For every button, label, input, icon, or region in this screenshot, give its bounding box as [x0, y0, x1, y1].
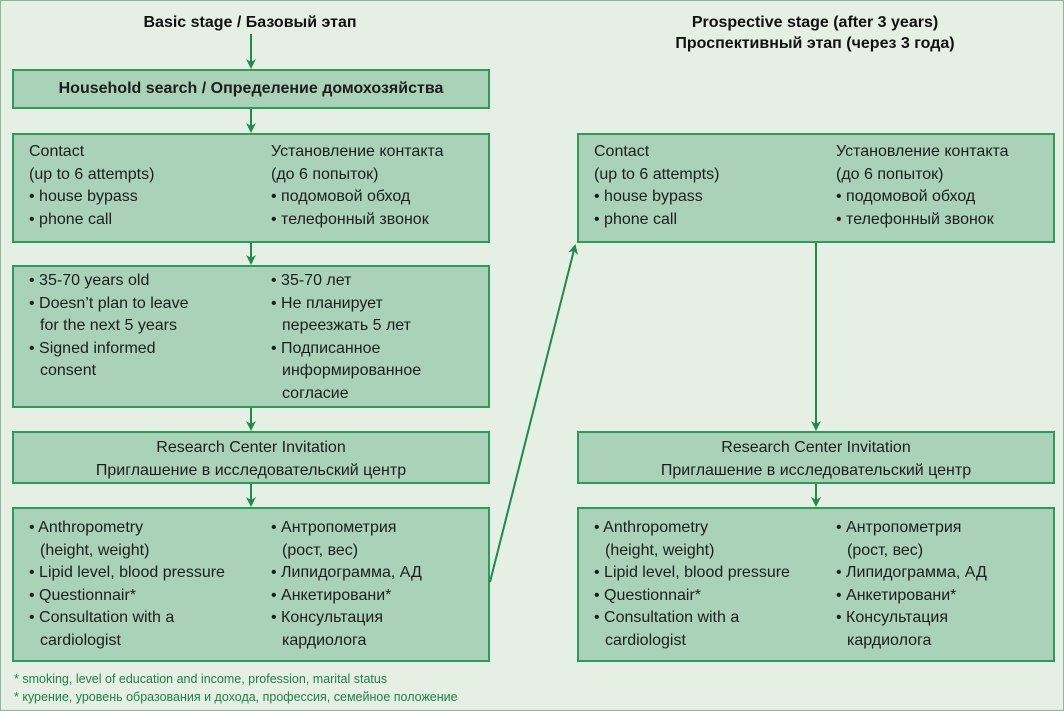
- prospective-exam-box: • Anthropometry (height, weight) • Lipid…: [577, 507, 1055, 662]
- text-line: • Липидограмма, АД: [271, 564, 422, 581]
- basic-exam-box: • Anthropometry (height, weight) • Lipid…: [12, 507, 490, 662]
- prospective-contact-ru: Установление контакта (до 6 попыток) • п…: [836, 141, 1009, 231]
- text-line: (height, weight): [40, 541, 150, 559]
- arrow-basic-to-prospective: [489, 244, 578, 583]
- text-line: • Anthropometry: [29, 519, 144, 536]
- household-search-label: Household search / Определение домохозяй…: [58, 80, 444, 97]
- prospective-contact-box: Contact (up to 6 attempts) • house bypas…: [577, 133, 1055, 243]
- text-line: • Консультация: [836, 609, 948, 626]
- exam-ru: • Антропометрия (рост, вес) • Липидограм…: [836, 517, 987, 652]
- text-line: • Подписанное: [271, 339, 381, 357]
- text-line: • Lipid level, blood pressure: [29, 564, 225, 581]
- text-line: • подомовой обход: [271, 188, 411, 205]
- text-line: • Consultation with a: [29, 609, 175, 626]
- text-line: • Signed informed: [29, 339, 156, 357]
- text-line: (up to 6 attempts): [594, 165, 720, 183]
- exam-en: • Anthropometry (height, weight) • Lipid…: [594, 517, 790, 652]
- text-line: • подомовой обход: [836, 188, 976, 205]
- prospective-header-ru: Проспективный этап (через 3 года): [675, 35, 955, 52]
- basic-stage-header: Basic stage / Базовый этап: [143, 14, 357, 31]
- prospective-contact-en: Contact (up to 6 attempts) • house bypas…: [594, 141, 719, 231]
- text-line: (до 6 попыток): [271, 165, 379, 183]
- basic-invitation-box: Research Center Invitation Приглашение в…: [12, 431, 490, 484]
- criteria-ru: • 35-70 лет • Не планирует переезжать 5 …: [271, 270, 421, 405]
- text-line: • телефонный звонок: [836, 210, 994, 228]
- criteria-en: • 35-70 years old • Doesn’t plan to leav…: [29, 270, 188, 383]
- footnote-ru: * курение, уровень образования и дохода,…: [14, 690, 458, 704]
- basic-contact-ru: Установление контакта (до 6 попыток) • п…: [271, 141, 444, 231]
- text-line: Установление контакта: [271, 143, 444, 160]
- text-line: Contact: [29, 143, 85, 160]
- text-line: Установление контакта: [836, 143, 1009, 160]
- text-line: (height, weight): [605, 541, 715, 559]
- text-line: • Не планирует: [271, 294, 383, 312]
- text-line: • Анкетировани*: [836, 586, 957, 604]
- text-line: • Липидограмма, АД: [836, 564, 987, 581]
- invitation-ru: Приглашение в исследовательский центр: [660, 461, 972, 479]
- text-line: • 35-70 лет: [271, 272, 352, 289]
- text-line: информированное: [282, 362, 422, 379]
- invitation-en: Research Center Invitation: [721, 439, 911, 456]
- text-line: cardiologist: [605, 631, 686, 649]
- text-line: • house bypass: [29, 188, 138, 205]
- text-line: • Консультация: [271, 609, 383, 626]
- household-search-box: Household search / Определение домохозяй…: [12, 69, 490, 109]
- prospective-stage-header: Prospective stage (after 3 years) Проспе…: [580, 12, 1050, 54]
- prospective-header-en: Prospective stage (after 3 years): [691, 14, 939, 31]
- text-line: • Anthropometry: [594, 519, 709, 536]
- text-line: согласие: [282, 384, 349, 402]
- basic-contact-en: Contact (up to 6 attempts) • house bypas…: [29, 141, 154, 231]
- basic-contact-box: Contact (up to 6 attempts) • house bypas…: [12, 133, 490, 243]
- invitation-ru: Приглашение в исследовательский центр: [95, 461, 407, 479]
- text-line: (рост, вес): [282, 541, 359, 559]
- prospective-invitation-box: Research Center Invitation Приглашение в…: [577, 431, 1055, 484]
- footnote-en: * smoking, level of education and income…: [14, 672, 388, 686]
- basic-criteria-box: • 35-70 years old • Doesn’t plan to leav…: [12, 265, 490, 408]
- exam-en: • Anthropometry (height, weight) • Lipid…: [29, 517, 225, 652]
- text-line: • house bypass: [594, 188, 703, 205]
- text-line: • phone call: [594, 210, 677, 228]
- text-line: кардиолога: [282, 631, 367, 649]
- text-line: (до 6 попыток): [836, 165, 944, 183]
- text-line: (рост, вес): [847, 541, 924, 559]
- text-line: (up to 6 attempts): [29, 165, 155, 183]
- text-line: • Антропометрия: [836, 519, 962, 536]
- invitation-en: Research Center Invitation: [156, 439, 346, 456]
- text-line: • Questionnair*: [29, 586, 136, 604]
- text-line: cardiologist: [40, 631, 121, 649]
- text-line: • телефонный звонок: [271, 210, 429, 228]
- text-line: • phone call: [29, 210, 112, 228]
- text-line: • Doesn’t plan to leave: [29, 294, 189, 312]
- text-line: • Антропометрия: [271, 519, 397, 536]
- text-line: Contact: [594, 143, 650, 160]
- text-line: consent: [40, 362, 97, 379]
- text-line: for the next 5 years: [40, 317, 177, 334]
- text-line: • 35-70 years old: [29, 272, 150, 289]
- text-line: переезжать 5 лет: [282, 317, 411, 334]
- text-line: • Анкетировани*: [271, 586, 392, 604]
- text-line: • Questionnair*: [594, 586, 701, 604]
- exam-ru: • Антропометрия (рост, вес) • Липидограм…: [271, 517, 422, 652]
- text-line: • Consultation with a: [594, 609, 740, 626]
- text-line: кардиолога: [847, 631, 932, 649]
- text-line: • Lipid level, blood pressure: [594, 564, 790, 581]
